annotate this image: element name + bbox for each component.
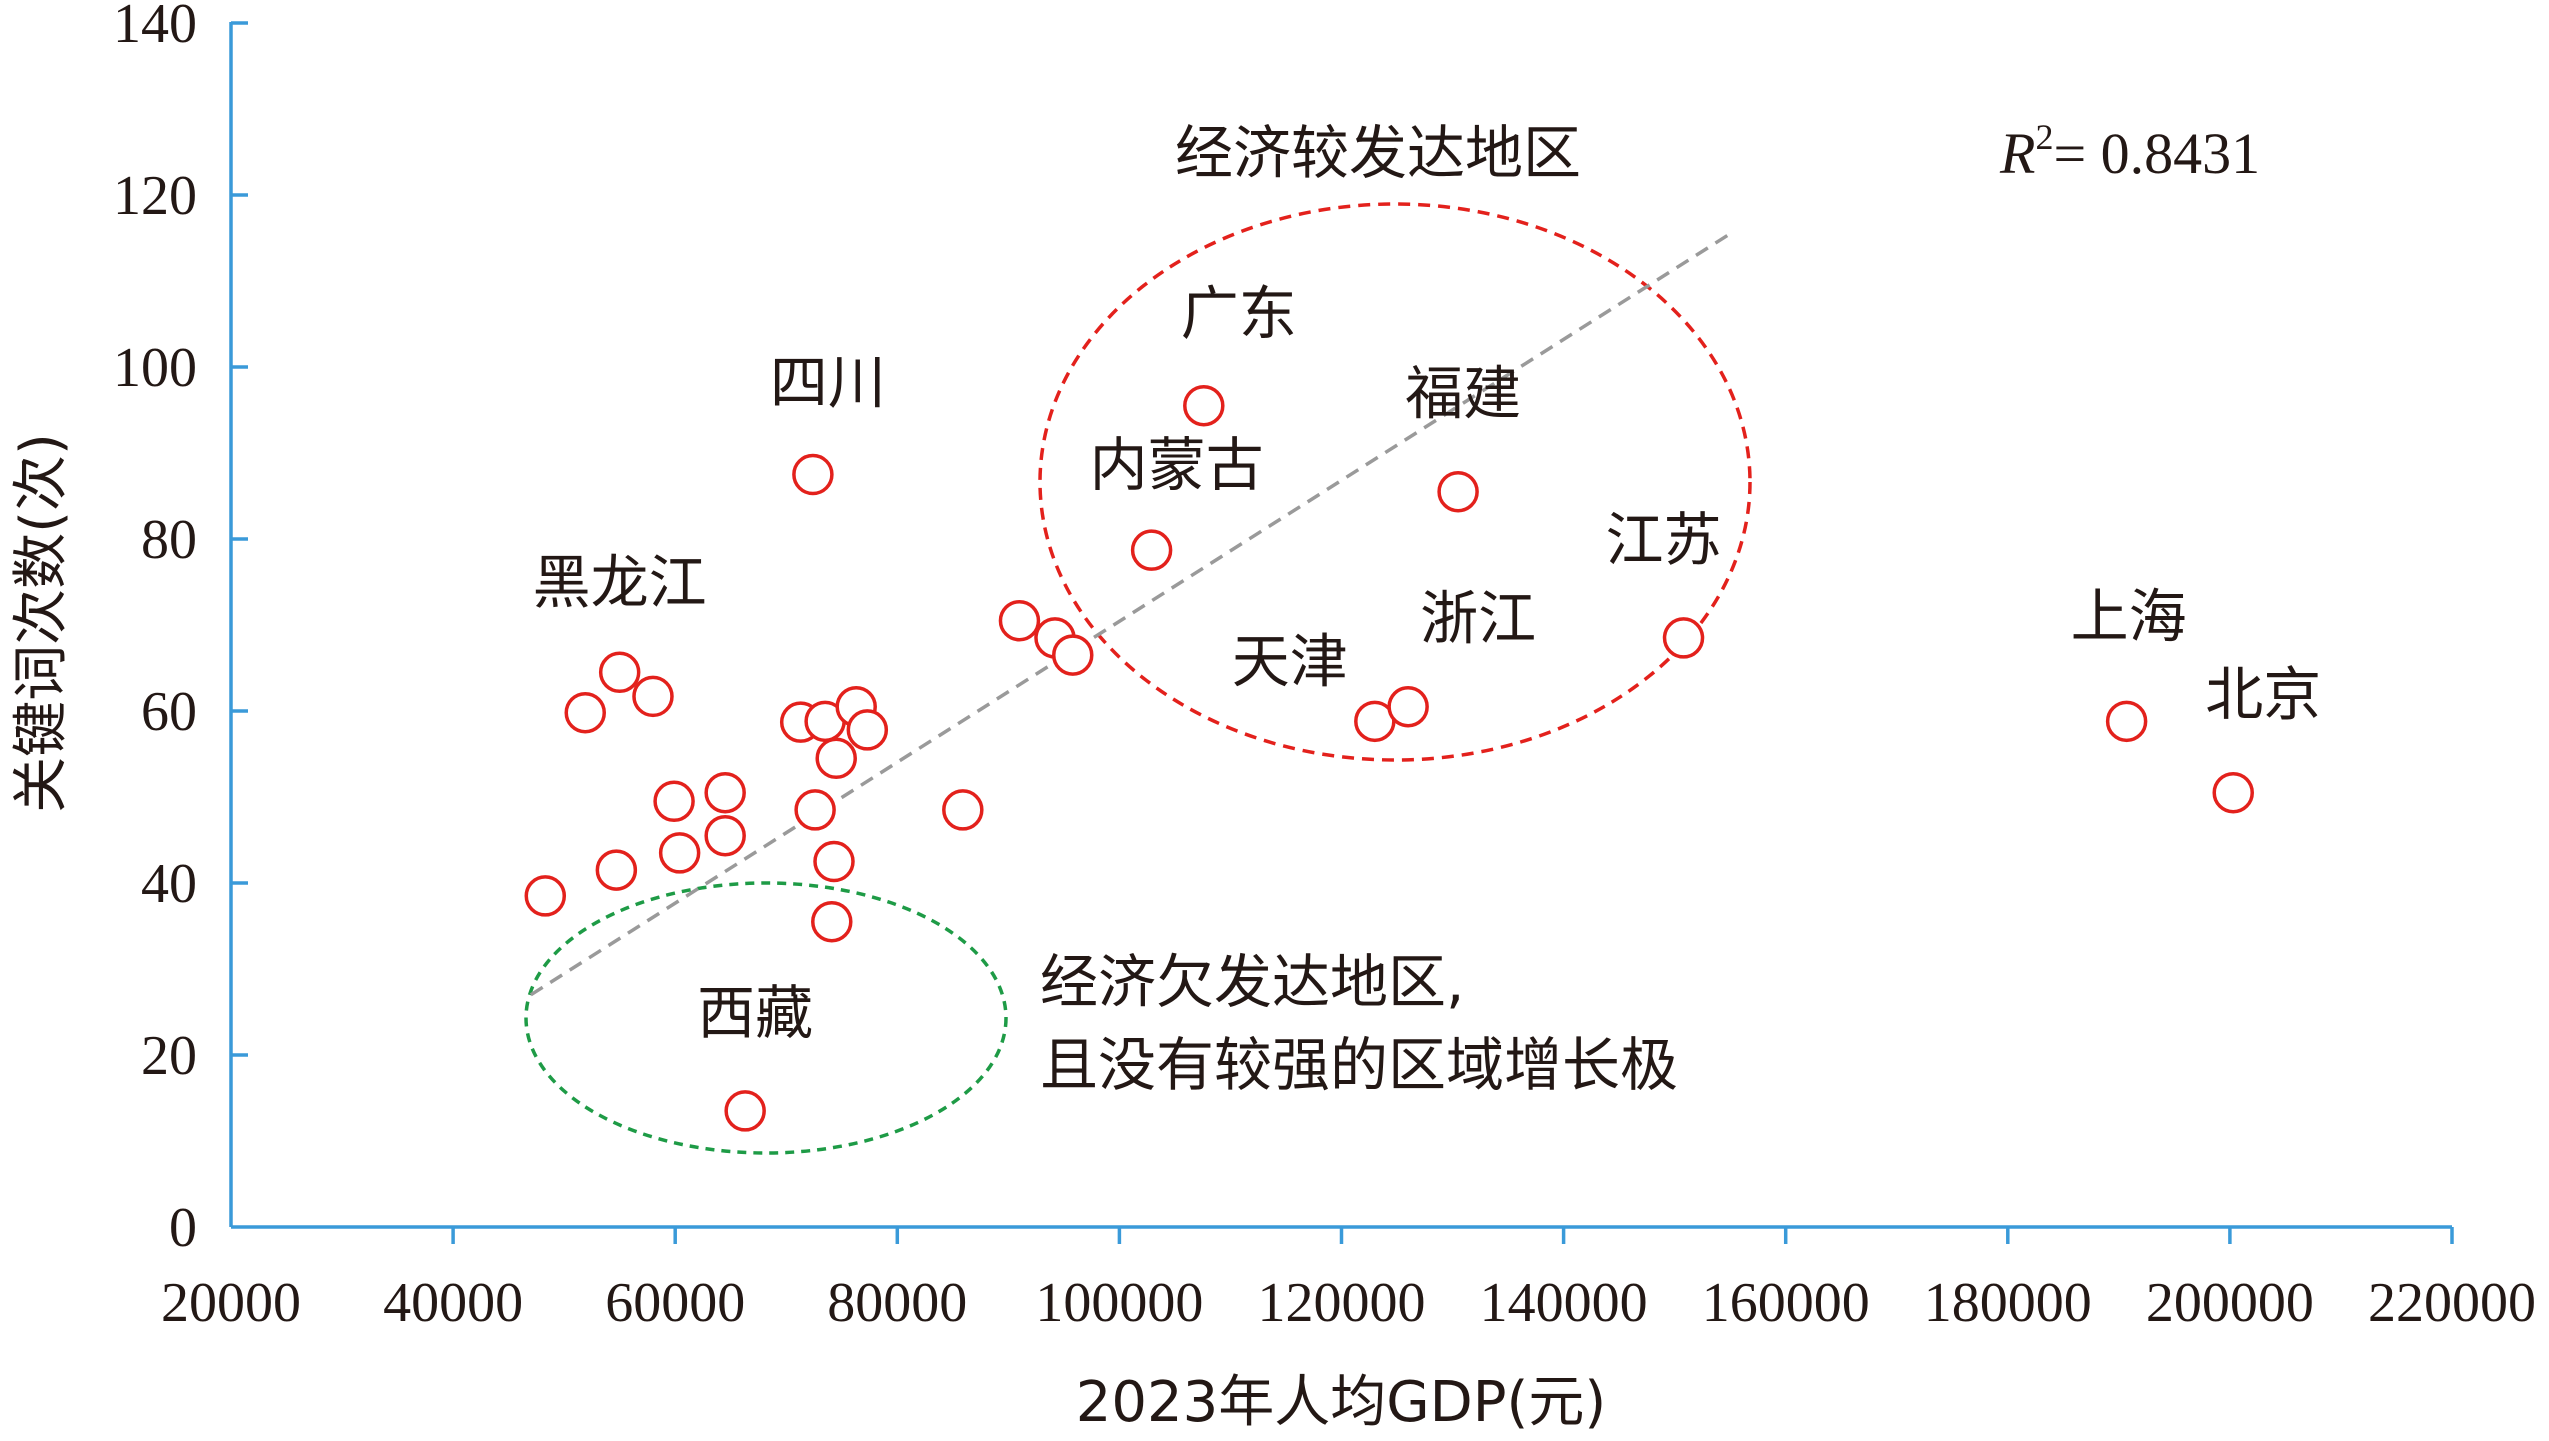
data-point [1662, 617, 1705, 659]
y-axis-title: 关键词次数(次) [9, 433, 74, 813]
x-tick-label: 200000 [2146, 1272, 2314, 1334]
r-squared-value: = 0.8431 [2053, 121, 2260, 186]
data-point [658, 832, 701, 874]
data-point [998, 599, 1041, 642]
data-point [794, 789, 836, 831]
point-label: 上海 [2071, 582, 2187, 650]
point-label: 西藏 [697, 979, 813, 1047]
x-axis-title: 2023年人均GDP(元) [1076, 1370, 1607, 1435]
y-tick-label: 20 [141, 1025, 197, 1087]
point-label: 福建 [1405, 360, 1521, 428]
r-squared-superscript: 2 [2035, 117, 2053, 157]
y-tick-label: 60 [141, 681, 197, 743]
data-point [1387, 685, 1429, 728]
data-point [815, 737, 857, 780]
r-squared-symbol: R [1999, 121, 2035, 186]
data-point [846, 709, 889, 751]
data-point [704, 814, 746, 857]
data-point [792, 453, 834, 496]
y-tick-label: 0 [169, 1197, 197, 1259]
x-tick-label: 100000 [1035, 1272, 1203, 1334]
x-tick-label: 220000 [2368, 1272, 2536, 1334]
x-tick-label: 40000 [383, 1272, 523, 1334]
data-point [1183, 384, 1225, 427]
point-label: 北京 [2205, 661, 2321, 729]
x-tick-label: 160000 [1702, 1272, 1870, 1334]
point-label: 天津 [1232, 627, 1348, 695]
developed-region-ellipse [1038, 202, 1752, 762]
r-squared-label: R2= 0.8431 [1999, 117, 2260, 186]
data-point [1437, 470, 1479, 513]
point-label: 江苏 [1606, 506, 1722, 574]
data-point [632, 675, 674, 718]
x-tick-label: 60000 [605, 1272, 745, 1334]
x-tick-label: 140000 [1480, 1272, 1648, 1334]
underdeveloped-region-label-line2: 且没有较强的区域增长极 [1040, 1031, 1678, 1099]
y-tick-label: 120 [113, 165, 197, 227]
data-point [811, 900, 853, 943]
y-tick-label: 140 [113, 0, 197, 55]
data-point [598, 651, 641, 694]
data-point [942, 789, 984, 831]
axes: 20000 40000 60000 80000 100000 120000 140000 16… [113, 0, 2536, 1334]
region-highlights [524, 202, 1752, 1155]
x-tick-label: 80000 [827, 1272, 967, 1334]
underdeveloped-region-ellipse [524, 881, 1008, 1155]
point-label: 黑龙江 [533, 548, 707, 616]
x-tick-label: 20000 [161, 1272, 301, 1334]
point-label: 内蒙古 [1090, 431, 1264, 499]
data-point [813, 840, 855, 883]
y-tick-label: 100 [113, 337, 197, 399]
data-point [724, 1090, 766, 1132]
data-point [2105, 700, 2148, 743]
point-label: 浙江 [1420, 585, 1536, 653]
data-point [653, 780, 695, 823]
data-point [2212, 771, 2254, 814]
underdeveloped-region-label-line1: 经济欠发达地区, [1040, 948, 1464, 1016]
y-tick-label: 40 [141, 853, 197, 915]
data-points [524, 384, 2254, 1132]
y-tick-label: 80 [141, 509, 197, 571]
x-tick-label: 120000 [1258, 1272, 1426, 1334]
point-label: 四川 [770, 349, 886, 417]
trend-line [529, 232, 1732, 997]
developed-region-label: 经济较发达地区 [1175, 119, 1581, 187]
y-axis-ticks: 0 20 40 60 80 100 120 140 [113, 0, 248, 1259]
point-label: 广东 [1181, 280, 1297, 348]
data-point [1052, 634, 1094, 676]
x-axis-ticks: 20000 40000 60000 80000 100000 120000 140000 16… [161, 1227, 2536, 1334]
x-tick-label: 180000 [1924, 1272, 2092, 1334]
data-point [704, 771, 746, 814]
data-point [595, 849, 638, 891]
data-point [1130, 529, 1173, 571]
data-point [524, 875, 567, 917]
data-point [564, 691, 606, 734]
